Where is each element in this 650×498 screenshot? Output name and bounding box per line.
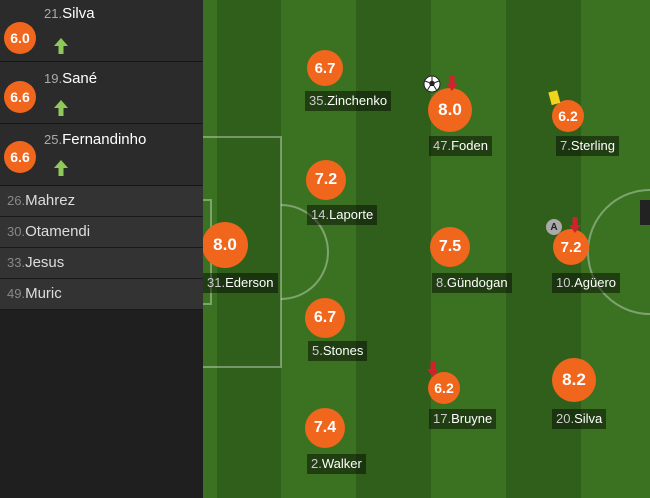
substitutes-panel: 6.0 21.Silva 6.6 19.Sané 6.6 25.Fernandi… [0, 0, 203, 498]
player-rating: 7.2 [553, 229, 589, 265]
player-rating: 6.7 [307, 50, 343, 86]
player-rating: 8.2 [552, 358, 596, 402]
sub-out-arrow-icon [446, 75, 458, 91]
bench-player[interactable]: 49.Muric [0, 279, 203, 310]
player-name[interactable]: 21.Silva [44, 5, 95, 22]
bench-player[interactable]: 30.Otamendi [0, 217, 203, 248]
player-name: 10.Agüero [552, 273, 620, 293]
player-name[interactable]: 25.Fernandinho [44, 131, 147, 148]
player-name: 14.Laporte [307, 205, 378, 225]
player-name: 31.Ederson [203, 273, 278, 293]
player-name: 5.Stones [308, 341, 368, 361]
sub-out-arrow-icon [427, 361, 439, 377]
player-rating: 6.6 [4, 141, 36, 173]
substitute-row[interactable]: 6.6 19.Sané [0, 62, 203, 124]
substitute-row[interactable]: 6.0 21.Silva [0, 0, 203, 62]
player-name: 8.Gündogan [432, 273, 512, 293]
arrow-up-icon [54, 38, 68, 54]
player-name: 35.Zinchenko [305, 91, 392, 111]
player-rating: 8.0 [203, 222, 248, 268]
assist-icon: A [546, 219, 562, 235]
yellow-card-icon [548, 90, 561, 106]
sub-out-arrow-icon [569, 217, 581, 233]
player-name: 20.Silva [552, 409, 607, 429]
player-name: 7.Sterling [556, 136, 619, 156]
arrow-up-icon [54, 160, 68, 176]
player-name: 2.Walker [307, 454, 366, 474]
player-rating: 6.7 [305, 298, 345, 338]
player-rating: 6.0 [4, 22, 36, 54]
bench-player[interactable]: 33.Jesus [0, 248, 203, 279]
player-rating: 7.5 [430, 227, 470, 267]
player-rating: 6.2 [552, 100, 584, 132]
player-name: 47.Foden [429, 136, 492, 156]
player-name: 17.Bruyne [429, 409, 497, 429]
bench-player[interactable]: 26.Mahrez [0, 186, 203, 217]
substitute-row[interactable]: 6.6 25.Fernandinho [0, 124, 203, 186]
goal-icon [423, 75, 441, 93]
pitch: 6.7 35.Zinchenko 8.0 47.Foden 6.2 7.Ster… [203, 0, 650, 498]
player-rating: 7.4 [305, 408, 345, 448]
player-rating: 8.0 [428, 88, 472, 132]
player-rating: 6.2 [428, 372, 460, 404]
player-name[interactable]: 19.Sané [44, 70, 98, 87]
player-rating: 6.6 [4, 81, 36, 113]
player-rating: 7.2 [306, 160, 346, 200]
arrow-up-icon [54, 100, 68, 116]
